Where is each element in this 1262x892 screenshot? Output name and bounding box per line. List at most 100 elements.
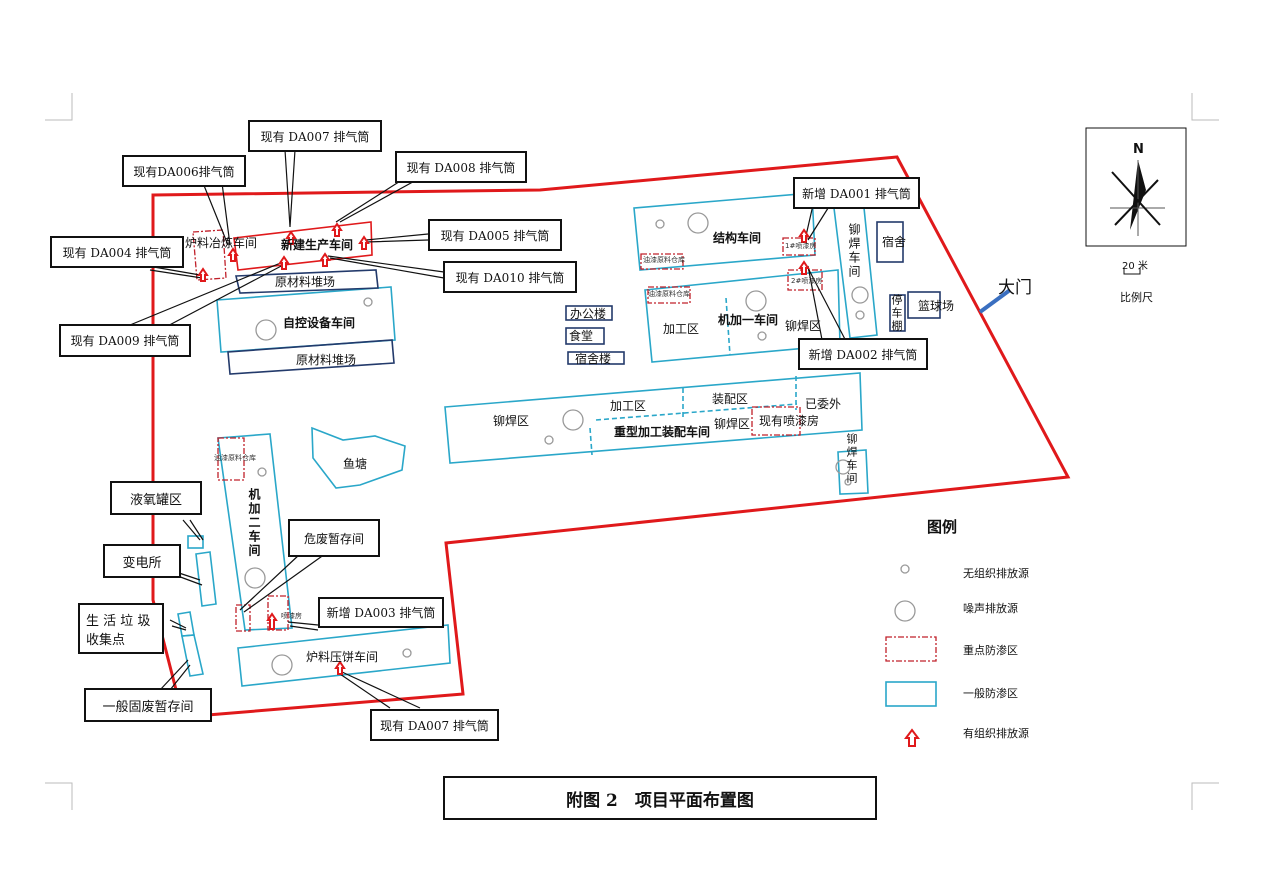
solid-waste-room xyxy=(181,634,204,677)
callout-da008: 现有 DA008 排气筒 xyxy=(395,151,527,183)
stack-arrow-icon xyxy=(197,267,209,282)
building-label: 食堂 xyxy=(569,329,594,343)
legend-label: 重点防渗区 xyxy=(963,644,1018,657)
callout-da002: 新增 DA002 排气筒 xyxy=(798,338,928,370)
stack-arrow-icon xyxy=(331,222,343,237)
stack-arrow-icon xyxy=(798,228,810,243)
building-label: 铆焊车间 xyxy=(847,223,861,279)
canteen xyxy=(565,327,605,345)
callout-solid-waste: 一般固废暂存间 xyxy=(84,688,212,722)
building-label: 结构车间 xyxy=(713,231,762,245)
garbage-point xyxy=(177,611,195,637)
building-label: 办公楼 xyxy=(570,307,607,321)
callout-da010: 现有 DA010 排气筒 xyxy=(443,261,577,293)
callout-da003: 新增 DA003 排气筒 xyxy=(318,597,444,628)
building-label: 装配区 xyxy=(712,392,749,406)
paint-room-1 xyxy=(782,237,816,256)
paint-room-3 xyxy=(267,595,289,631)
automation-workshop xyxy=(216,286,396,353)
stack-arrow-icon xyxy=(278,255,290,270)
emission-stacks xyxy=(197,222,810,675)
callout-da007-top: 现有 DA007 排气筒 xyxy=(248,120,382,152)
hazardous-waste-room xyxy=(235,604,251,632)
callout-hazardous-waste: 危废暂存间 xyxy=(288,519,380,557)
basketball-court xyxy=(907,291,941,319)
scale-value: 20 米 xyxy=(1122,261,1148,272)
building-label: 鱼塘 xyxy=(343,457,368,471)
building-label: 原材料堆场 xyxy=(296,353,357,367)
building-label: 油漆原料仓库 xyxy=(643,256,685,264)
dormitory-building xyxy=(567,351,625,365)
building-label: 停车棚 xyxy=(890,294,903,333)
building-label: 加工区 xyxy=(610,399,647,413)
callout-da004: 现有 DA004 排气筒 xyxy=(50,236,184,268)
compass-north-label: N xyxy=(1133,142,1144,157)
riveting-workshop-small xyxy=(837,449,869,495)
legend-label: 一般防渗区 xyxy=(963,687,1018,700)
stack-arrow-icon xyxy=(266,612,278,630)
compass-icon xyxy=(1085,127,1187,275)
dormitory xyxy=(876,221,904,263)
callout-da005: 现有 DA005 排气筒 xyxy=(428,219,562,251)
stack-arrow-icon xyxy=(227,247,239,262)
building-label: 油漆原料仓库 xyxy=(648,290,690,298)
raw-material-yard-1 xyxy=(234,269,379,294)
stack-arrow-icon xyxy=(358,235,370,250)
fugitive-emission-icon xyxy=(257,219,910,658)
building-label: 自控设备车间 xyxy=(283,316,356,330)
stack-arrow-icon xyxy=(285,230,297,245)
building-label: 炉料冶炼车间 xyxy=(185,236,258,250)
legend-label: 无组织排放源 xyxy=(963,567,1029,580)
building-label: 2#喷漆房 xyxy=(791,277,823,285)
building-label: 宿舍 xyxy=(882,235,907,249)
office-building xyxy=(565,305,613,321)
building-label: 原材料堆场 xyxy=(275,275,336,289)
scale-label: 比例尺 xyxy=(1120,291,1153,304)
paint-room-existing xyxy=(751,406,801,436)
callout-da007-bottom: 现有 DA007 排气筒 xyxy=(370,709,499,741)
building-label: 重型加工装配车间 xyxy=(614,425,711,439)
building-label: 铆焊区 xyxy=(714,417,751,431)
gate-label: 大门 xyxy=(998,278,1032,298)
stack-arrow-icon xyxy=(319,252,331,267)
building-label: 铆焊区 xyxy=(785,319,822,333)
parking-shed xyxy=(889,294,906,332)
machining-workshop-2 xyxy=(217,433,293,631)
page-corner-marks xyxy=(45,93,1219,810)
building-label: 铆焊车间 xyxy=(845,433,858,485)
building-label: 机加一车间 xyxy=(718,313,779,327)
noise-source-icon xyxy=(244,212,916,676)
building-label: 篮球场 xyxy=(918,299,955,313)
building-label: 宿舍楼 xyxy=(575,352,612,366)
stack-arrow-icon xyxy=(334,660,346,675)
new-production-workshop xyxy=(233,221,373,271)
liquid-oxygen-tank xyxy=(187,535,204,549)
building-label: 新建生产车间 xyxy=(281,238,354,252)
building-label: 炉料压饼车间 xyxy=(306,650,379,664)
figure-title: 附图 2 项目平面布置图 xyxy=(443,776,877,820)
substation xyxy=(195,551,217,607)
raw-material-yard-2 xyxy=(227,339,395,375)
legend-title: 图例 xyxy=(927,518,958,536)
building-label: 油漆原料仓库 xyxy=(214,454,256,462)
charge-pressing-workshop xyxy=(237,624,451,687)
fish-pond xyxy=(311,426,406,489)
building-label: 1#喷漆房 xyxy=(785,242,817,250)
paint-store-1 xyxy=(640,253,684,270)
building-label: 铆焊区 xyxy=(493,414,530,428)
legend-label: 噪声排放源 xyxy=(963,602,1018,615)
smelting-key-zone xyxy=(192,229,227,281)
building-label: 喷漆房 xyxy=(281,612,302,620)
legend-label: 有组织排放源 xyxy=(963,727,1029,740)
building-label: 现有喷漆房 xyxy=(759,414,820,428)
paint-store-2 xyxy=(647,286,691,304)
legend-symbols xyxy=(885,636,937,747)
callout-garbage: 生 活 垃 圾 收集点 xyxy=(78,603,164,654)
callout-liquid-oxygen: 液氧罐区 xyxy=(110,481,202,515)
paint-store-3 xyxy=(217,437,245,481)
callout-da001: 新增 DA001 排气筒 xyxy=(793,177,920,209)
stack-arrow-icon xyxy=(798,260,810,275)
callout-da006: 现有DA006排气筒 xyxy=(122,155,246,187)
gate-arrow-icon xyxy=(978,288,1012,314)
